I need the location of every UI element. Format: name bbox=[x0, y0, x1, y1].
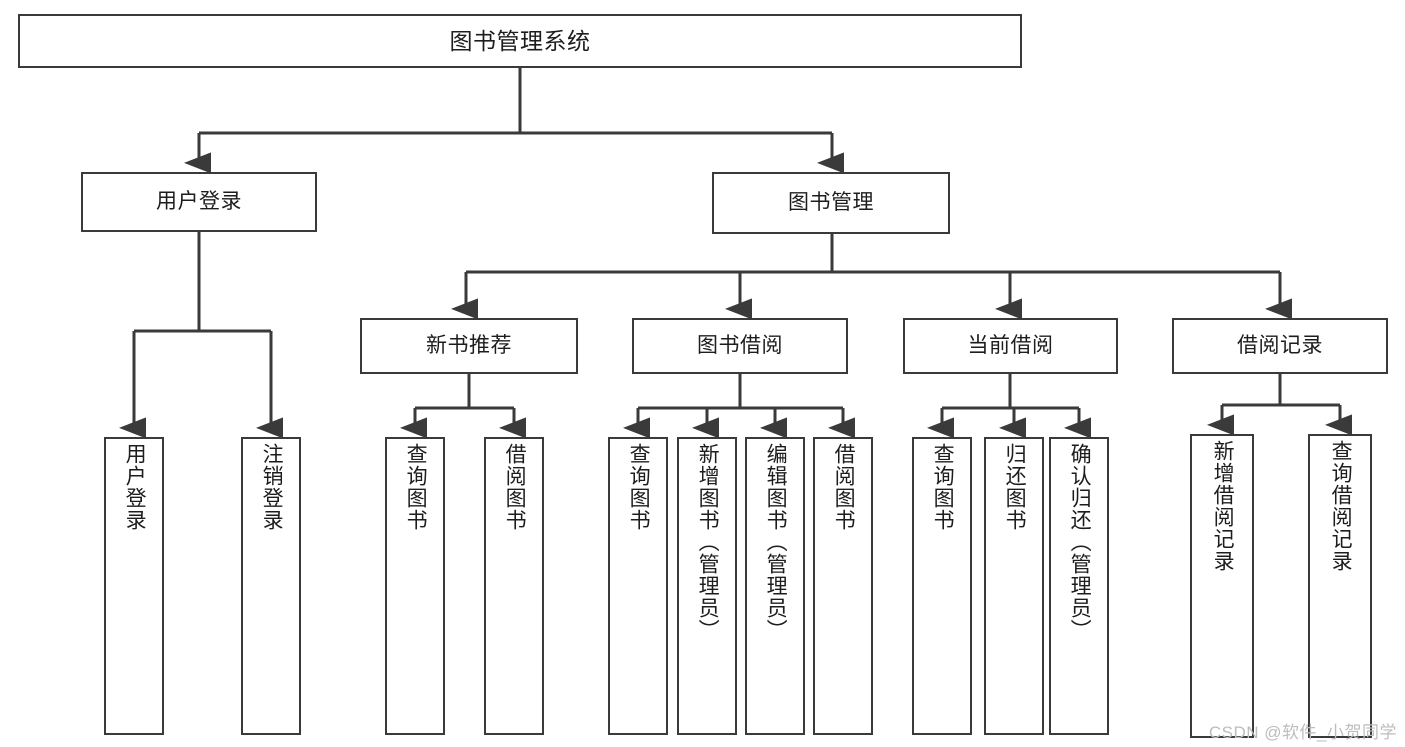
node-leaf03[interactable]: 查询图书 bbox=[385, 437, 445, 735]
node-label: 查询图书 bbox=[931, 443, 955, 531]
node-label: 借阅记录 bbox=[1237, 333, 1323, 357]
node-label: 图书管理 bbox=[788, 190, 874, 214]
node-label: 新书推荐 bbox=[426, 333, 512, 357]
node-leaf12[interactable]: 新增借阅记录 bbox=[1190, 434, 1254, 738]
node-label: 查询图书 bbox=[627, 443, 651, 531]
node-l3a[interactable]: 新书推荐 bbox=[360, 318, 578, 374]
node-leaf08[interactable]: 借阅图书 bbox=[813, 437, 873, 735]
node-leaf11[interactable]: 确认归还（管理员） bbox=[1049, 437, 1109, 735]
node-l3d[interactable]: 借阅记录 bbox=[1172, 318, 1388, 374]
node-leaf04[interactable]: 借阅图书 bbox=[484, 437, 544, 735]
node-leaf02[interactable]: 注销登录 bbox=[241, 437, 301, 735]
node-leaf05[interactable]: 查询图书 bbox=[608, 437, 668, 735]
node-label: 借阅图书 bbox=[832, 443, 856, 531]
node-label: 用户登录 bbox=[123, 443, 147, 531]
node-label: 用户登录 bbox=[156, 189, 242, 213]
node-label: 借阅图书 bbox=[503, 443, 527, 531]
node-l3c[interactable]: 当前借阅 bbox=[903, 318, 1118, 374]
node-l2b[interactable]: 图书管理 bbox=[712, 172, 950, 234]
node-label: 编辑图书（管理员） bbox=[764, 443, 788, 641]
node-label: 注销登录 bbox=[260, 443, 284, 531]
node-label: 新增图书（管理员） bbox=[696, 443, 720, 641]
node-leaf07[interactable]: 编辑图书（管理员） bbox=[745, 437, 805, 735]
node-label: 查询借阅记录 bbox=[1329, 440, 1353, 572]
node-label: 确认归还（管理员） bbox=[1068, 443, 1092, 641]
node-leaf01[interactable]: 用户登录 bbox=[104, 437, 164, 735]
node-leaf10[interactable]: 归还图书 bbox=[984, 437, 1044, 735]
node-l2a[interactable]: 用户登录 bbox=[81, 172, 317, 232]
node-leaf09[interactable]: 查询图书 bbox=[912, 437, 972, 735]
node-label: 归还图书 bbox=[1003, 443, 1027, 531]
node-root[interactable]: 图书管理系统 bbox=[18, 14, 1022, 68]
node-leaf06[interactable]: 新增图书（管理员） bbox=[677, 437, 737, 735]
node-label: 新增借阅记录 bbox=[1211, 440, 1235, 572]
node-l3b[interactable]: 图书借阅 bbox=[632, 318, 848, 374]
node-label: 当前借阅 bbox=[967, 333, 1054, 357]
node-label: 查询图书 bbox=[404, 443, 428, 531]
node-leaf13[interactable]: 查询借阅记录 bbox=[1308, 434, 1372, 738]
node-label: 图书管理系统 bbox=[449, 27, 591, 54]
node-label: 图书借阅 bbox=[697, 333, 783, 357]
watermark: CSDN @软件_小贺同学 bbox=[1208, 723, 1397, 742]
